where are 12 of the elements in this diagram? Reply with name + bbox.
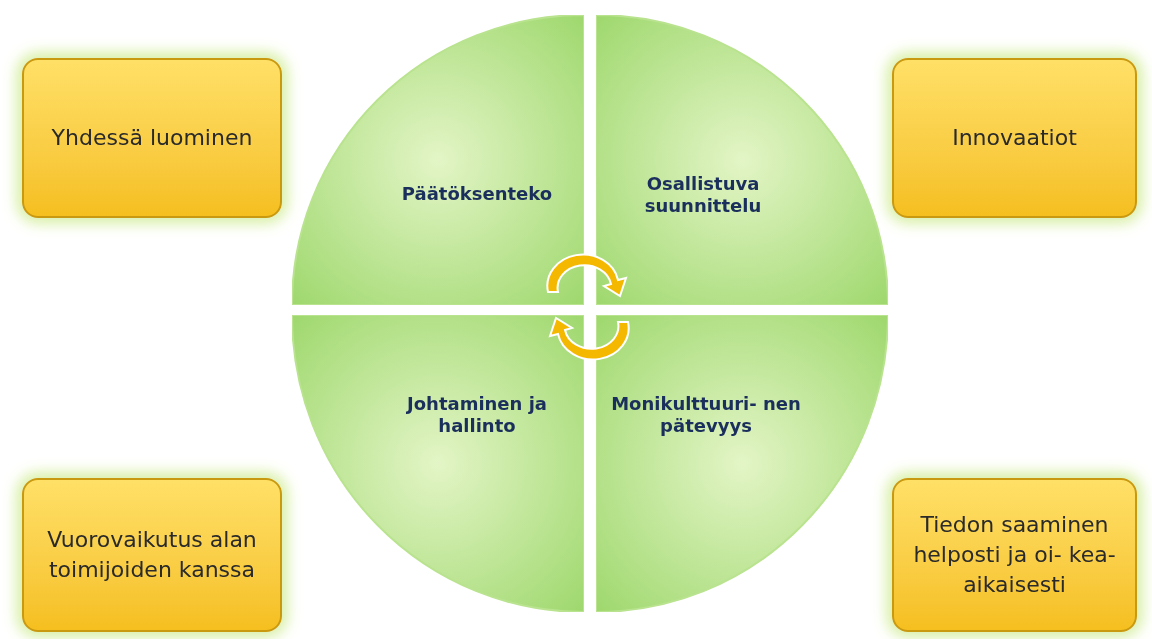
rounded-box	[22, 478, 282, 632]
quadrant-label: Johtaminen ja hallinto	[405, 393, 548, 437]
box-label: Yhdessä luominen	[51, 124, 253, 152]
rounded-box	[892, 478, 1137, 632]
rounded-box	[892, 58, 1137, 218]
quadrant-label: Päätöksenteko	[401, 183, 553, 205]
box-label: Tiedon saaminen helposti ja oi- kea-aikaisesti	[912, 511, 1117, 599]
quadrant-label: Osallistuva suunnittelu	[643, 173, 763, 217]
box-label: Innovaatiot	[952, 124, 1077, 152]
box-label: Vuorovaikutus alan toimijoiden kanssa	[46, 526, 258, 584]
quadrant-label: Monikulttuuri- nen pätevyys	[610, 393, 802, 437]
rounded-box	[22, 58, 282, 218]
